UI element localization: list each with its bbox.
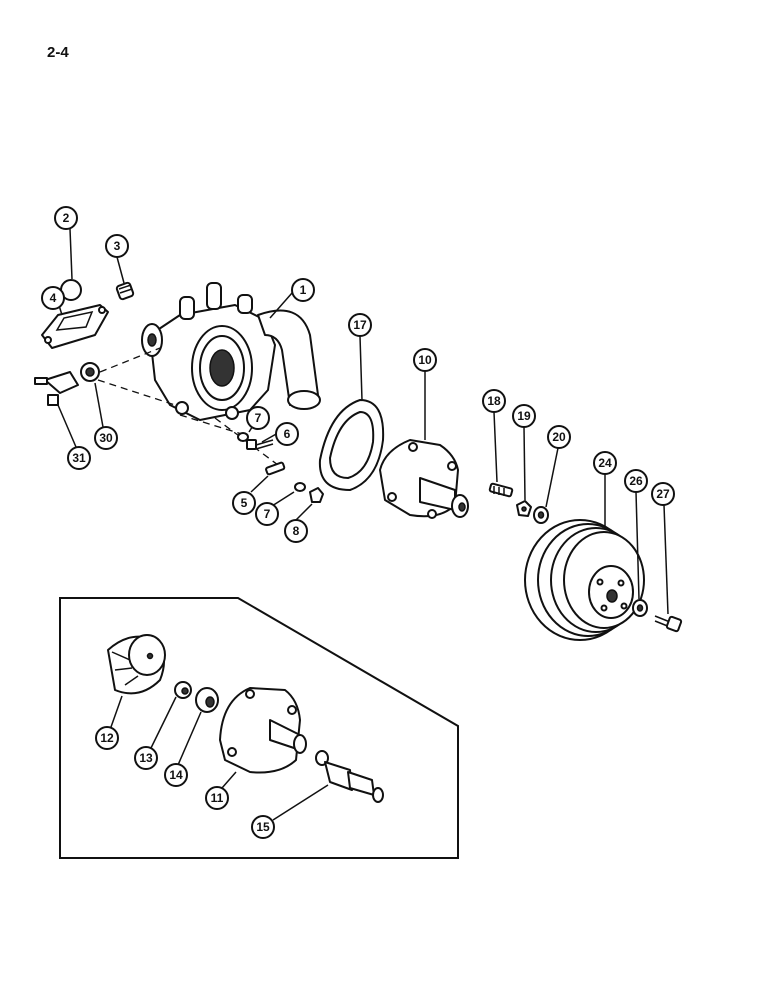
- callout-24: 24: [593, 451, 617, 475]
- callout-27: 27: [651, 482, 675, 506]
- callout-11: 11: [205, 786, 229, 810]
- callout-label: 7: [264, 507, 271, 521]
- callout-label: 5: [241, 496, 248, 510]
- callout-label: 19: [517, 409, 531, 423]
- callout-4: 4: [41, 286, 65, 310]
- bolt-6: [246, 439, 274, 450]
- callout-5: 5: [232, 491, 256, 515]
- drain-cock: [34, 371, 79, 406]
- callout-3: 3: [105, 234, 129, 258]
- callout-label: 31: [72, 451, 86, 465]
- pump-housing: [141, 282, 321, 421]
- callout-label: 14: [169, 768, 183, 782]
- callout-label: 24: [598, 456, 612, 470]
- callout-10: 10: [413, 348, 437, 372]
- stud-18: [488, 482, 514, 498]
- nut-8: [309, 487, 324, 503]
- callout-8: 8: [284, 519, 308, 543]
- callout-label: 12: [100, 731, 114, 745]
- callout-label: 18: [487, 394, 501, 408]
- callout-label: 11: [211, 791, 224, 805]
- inset-box: [59, 597, 459, 859]
- callout-label: 4: [50, 291, 57, 305]
- nut-19: [516, 500, 532, 517]
- callout-label: 27: [656, 487, 670, 501]
- callout-label: 10: [418, 353, 432, 367]
- callout-26: 26: [624, 469, 648, 493]
- fitting-elbow: [80, 362, 100, 382]
- callout-label: 20: [552, 430, 566, 444]
- callout-30: 30: [94, 426, 118, 450]
- callout-12: 12: [95, 726, 119, 750]
- callout-label: 13: [139, 751, 153, 765]
- callout-18: 18: [482, 389, 506, 413]
- callout-15: 15: [251, 815, 275, 839]
- callout-19: 19: [512, 404, 536, 428]
- callout-label: 17: [353, 318, 367, 332]
- callout-14: 14: [164, 763, 188, 787]
- pump-body-11: [219, 687, 307, 774]
- washer-26: [632, 599, 648, 617]
- callout-label: 30: [99, 431, 113, 445]
- callout-label: 3: [114, 239, 121, 253]
- callout-7-lower: 7: [255, 502, 279, 526]
- callout-label: 26: [629, 474, 643, 488]
- callout-7-upper: 7: [246, 406, 270, 430]
- pump-body-10: [379, 439, 469, 519]
- bolt-27: [654, 615, 683, 633]
- callout-label: 8: [293, 524, 300, 538]
- pulley-24: [524, 519, 645, 641]
- pipe-plug: [115, 281, 135, 301]
- callout-1: 1: [291, 278, 315, 302]
- callout-label: 2: [63, 211, 70, 225]
- callout-20: 20: [547, 425, 571, 449]
- shaft-bearing-15: [315, 750, 384, 803]
- seal-ring-13: [174, 681, 192, 699]
- callout-label: 7: [255, 411, 262, 425]
- callout-17: 17: [348, 313, 372, 337]
- impeller-12: [107, 634, 166, 695]
- lock-washer-lower: [294, 482, 306, 492]
- lock-washer-upper: [237, 432, 249, 442]
- callout-6: 6: [275, 422, 299, 446]
- callout-31: 31: [67, 446, 91, 470]
- cover-plate-gasket: [41, 304, 109, 349]
- washer-20: [533, 506, 549, 524]
- gasket-17: [318, 399, 385, 491]
- page-number: 2-4: [47, 44, 69, 61]
- callout-label: 1: [300, 283, 307, 297]
- seal-14: [195, 687, 219, 713]
- stud-5: [265, 461, 286, 476]
- callout-13: 13: [134, 746, 158, 770]
- callout-2: 2: [54, 206, 78, 230]
- callout-label: 6: [284, 427, 291, 441]
- callout-label: 15: [256, 820, 270, 834]
